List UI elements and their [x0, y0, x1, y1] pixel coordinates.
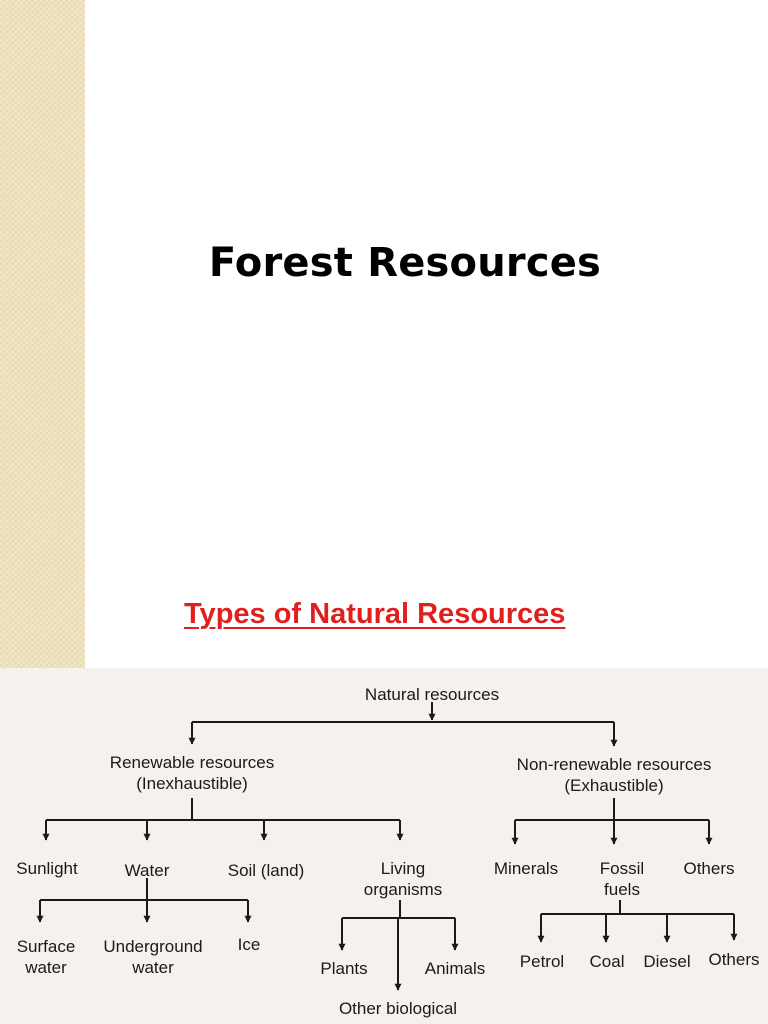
node-fossil-line2: fuels: [604, 880, 640, 899]
diagram-title: Types of Natural Resources: [184, 598, 566, 630]
node-surface-line1: Surface: [16, 937, 76, 956]
node-diesel: Diesel: [643, 952, 691, 971]
node-renewable: Renewable resources (Inexhaustible): [110, 752, 274, 794]
node-underground-water: Underground water: [103, 936, 202, 978]
node-sunlight: Sunlight: [16, 859, 78, 878]
node-fossil-line1: Fossil: [599, 859, 645, 878]
natural-resources-diagram: Natural resources Renewable resources (I…: [0, 668, 768, 1024]
node-coal: Coal: [589, 952, 625, 971]
node-renewable-line2: (Inexhaustible): [136, 774, 248, 793]
node-others2: Others: [708, 950, 760, 969]
node-living-organisms: Living organisms: [364, 858, 442, 900]
node-nonrenewable-line1: Non-renewable resources: [516, 755, 712, 774]
node-nonrenewable-line2: (Exhaustible): [564, 776, 664, 795]
node-living-line1: Living: [380, 859, 426, 878]
node-natural-resources: Natural resources: [364, 685, 500, 704]
node-underground-line2: water: [132, 958, 174, 977]
node-fossil-fuels: Fossil fuels: [600, 858, 644, 900]
node-water: Water: [124, 861, 170, 880]
node-underground-line1: Underground: [103, 937, 203, 956]
node-other-biological: Other biological: [338, 999, 458, 1018]
node-surface-line2: water: [25, 958, 67, 977]
slide-title: Forest Resources: [208, 240, 602, 286]
node-animals: Animals: [424, 959, 486, 978]
diagram-connectors: [36, 702, 738, 991]
node-living-line2: organisms: [363, 880, 443, 899]
node-petrol: Petrol: [519, 952, 565, 971]
node-nonrenewable: Non-renewable resources (Exhaustible): [517, 754, 712, 796]
node-ice: Ice: [237, 935, 261, 954]
node-soil: Soil (land): [227, 861, 305, 880]
node-plants: Plants: [320, 959, 368, 978]
node-surface-water: Surface water: [17, 936, 76, 978]
node-renewable-line1: Renewable resources: [109, 753, 275, 772]
node-others: Others: [683, 859, 735, 878]
node-minerals: Minerals: [493, 859, 559, 878]
decorative-side-strip: [0, 0, 85, 668]
